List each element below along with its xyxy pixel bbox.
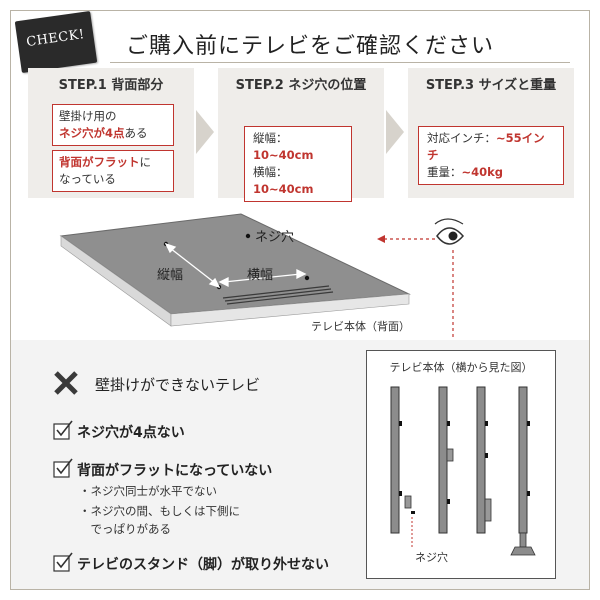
checkbox-check-icon: [53, 458, 73, 478]
step-1-box-holes-highlight: ネジ穴が4点: [59, 126, 125, 140]
side-tv-1: [390, 386, 415, 534]
not-compatible-section: 壁掛けができないテレビ ネジ穴が4点ない 背面がフラットになっていない ・ネジ穴…: [11, 340, 589, 589]
tv-back-caption: テレビ本体（背面）: [311, 320, 410, 333]
step-1-box-flat: 背面がフラットに なっている: [52, 150, 174, 192]
check-badge: CHECK!: [14, 10, 98, 74]
not-compatible-item-1: ネジ穴が4点ない: [77, 425, 185, 441]
steps-row: STEP.1 背面部分 壁掛け用の ネジ穴が4点ある 背面がフラットに なってい…: [28, 68, 574, 202]
side-view-caption: テレビ本体（横から見た図）: [389, 361, 533, 374]
step-3-size-value: ~55インチ: [427, 131, 545, 162]
not-compatible-item-2-sub-2: ・ネジ穴の間、もしくは下側に: [79, 504, 240, 518]
step-1-box-flat-suffix: に: [139, 155, 152, 169]
step-arrow-2-icon: [386, 110, 404, 154]
step-arrow-1-icon: [196, 110, 214, 154]
side-tv-4-with-stand: [510, 386, 536, 556]
side-tv-2: [438, 386, 454, 534]
side-view-panel: テレビ本体（横から見た図）: [366, 350, 556, 579]
not-compatible-item-3: テレビのスタンド（脚）が取り外せない: [77, 557, 329, 573]
dimension-arrows: [164, 242, 307, 289]
not-compatible-heading: 壁掛けができないテレビ: [95, 376, 261, 394]
step-1-box-flat-line2: なっている: [59, 172, 116, 186]
tv-vent-grille: [222, 285, 334, 305]
step-1-panel: STEP.1 背面部分 壁掛け用の ネジ穴が4点ある 背面がフラットに なってい…: [28, 68, 194, 198]
title-divider: [110, 62, 570, 63]
not-compatible-item-2: 背面がフラットになっていない: [77, 463, 273, 479]
step-2-panel: STEP.2 ネジ穴の位置 縦幅： 10~40cm 横幅： 10~40cm: [218, 68, 384, 202]
horizontal-width-label: 横幅: [247, 268, 274, 283]
step-1-box-holes: 壁掛け用の ネジ穴が4点ある: [52, 104, 174, 146]
tv-back-drawing: [59, 213, 464, 340]
x-mark-icon: [54, 371, 78, 395]
screw-hole-bottom-right: [304, 275, 310, 281]
not-compatible-item-2-sub-1: ・ネジ穴同士が水平でない: [79, 484, 217, 498]
step-3-weight-value: ~40kg: [461, 165, 504, 179]
screw-hole-top-right: [245, 233, 251, 239]
eye-icon: [434, 218, 464, 245]
screw-hole-label: ネジ穴: [255, 230, 295, 245]
step-1-box-flat-highlight: 背面がフラット: [59, 155, 140, 169]
tv-front-edge: [170, 293, 410, 327]
step-1-box-holes-suffix: ある: [124, 126, 148, 140]
step-3-box: 対応インチ：~55インチ 重量：~40kg: [418, 126, 564, 185]
side-tv-3: [476, 386, 492, 534]
tv-back-illustration: ネジ穴 縦幅 横幅 テレビ本体（背面）: [11, 206, 589, 340]
step-2-horizontal-label: 横幅：: [253, 165, 288, 179]
side-view-drawing: [390, 386, 536, 556]
step-3-size-label: 対応インチ：: [427, 131, 496, 145]
step-1-heading: STEP.1 背面部分: [58, 78, 164, 93]
step-1-box-holes-line1: 壁掛け用の: [59, 109, 117, 123]
checkbox-check-icon: [53, 420, 73, 440]
step-3-panel: STEP.3 サイズと重量 対応インチ：~55インチ 重量：~40kg: [408, 68, 574, 198]
sight-arrow-icon: [377, 235, 385, 243]
step-2-box: 縦幅： 10~40cm 横幅： 10~40cm: [244, 126, 352, 202]
step-2-horizontal-value: 10~40cm: [253, 182, 314, 196]
checkbox-check-icon: [53, 552, 73, 572]
step-2-heading: STEP.2 ネジ穴の位置: [235, 78, 367, 93]
side-view-screw-label: ネジ穴: [415, 551, 448, 564]
step-3-weight-label: 重量：: [427, 165, 462, 179]
step-3-heading: STEP.3 サイズと重量: [425, 78, 557, 93]
check-badge-text: CHECK!: [25, 27, 86, 51]
page-title: ご購入前にテレビをご確認ください: [125, 34, 494, 59]
step-2-vertical-label: 縦幅：: [253, 131, 288, 145]
not-compatible-item-2-sub-3: でっぱりがある: [79, 522, 171, 536]
vertical-width-label: 縦幅: [157, 268, 184, 283]
step-2-vertical-value: 10~40cm: [253, 148, 314, 162]
